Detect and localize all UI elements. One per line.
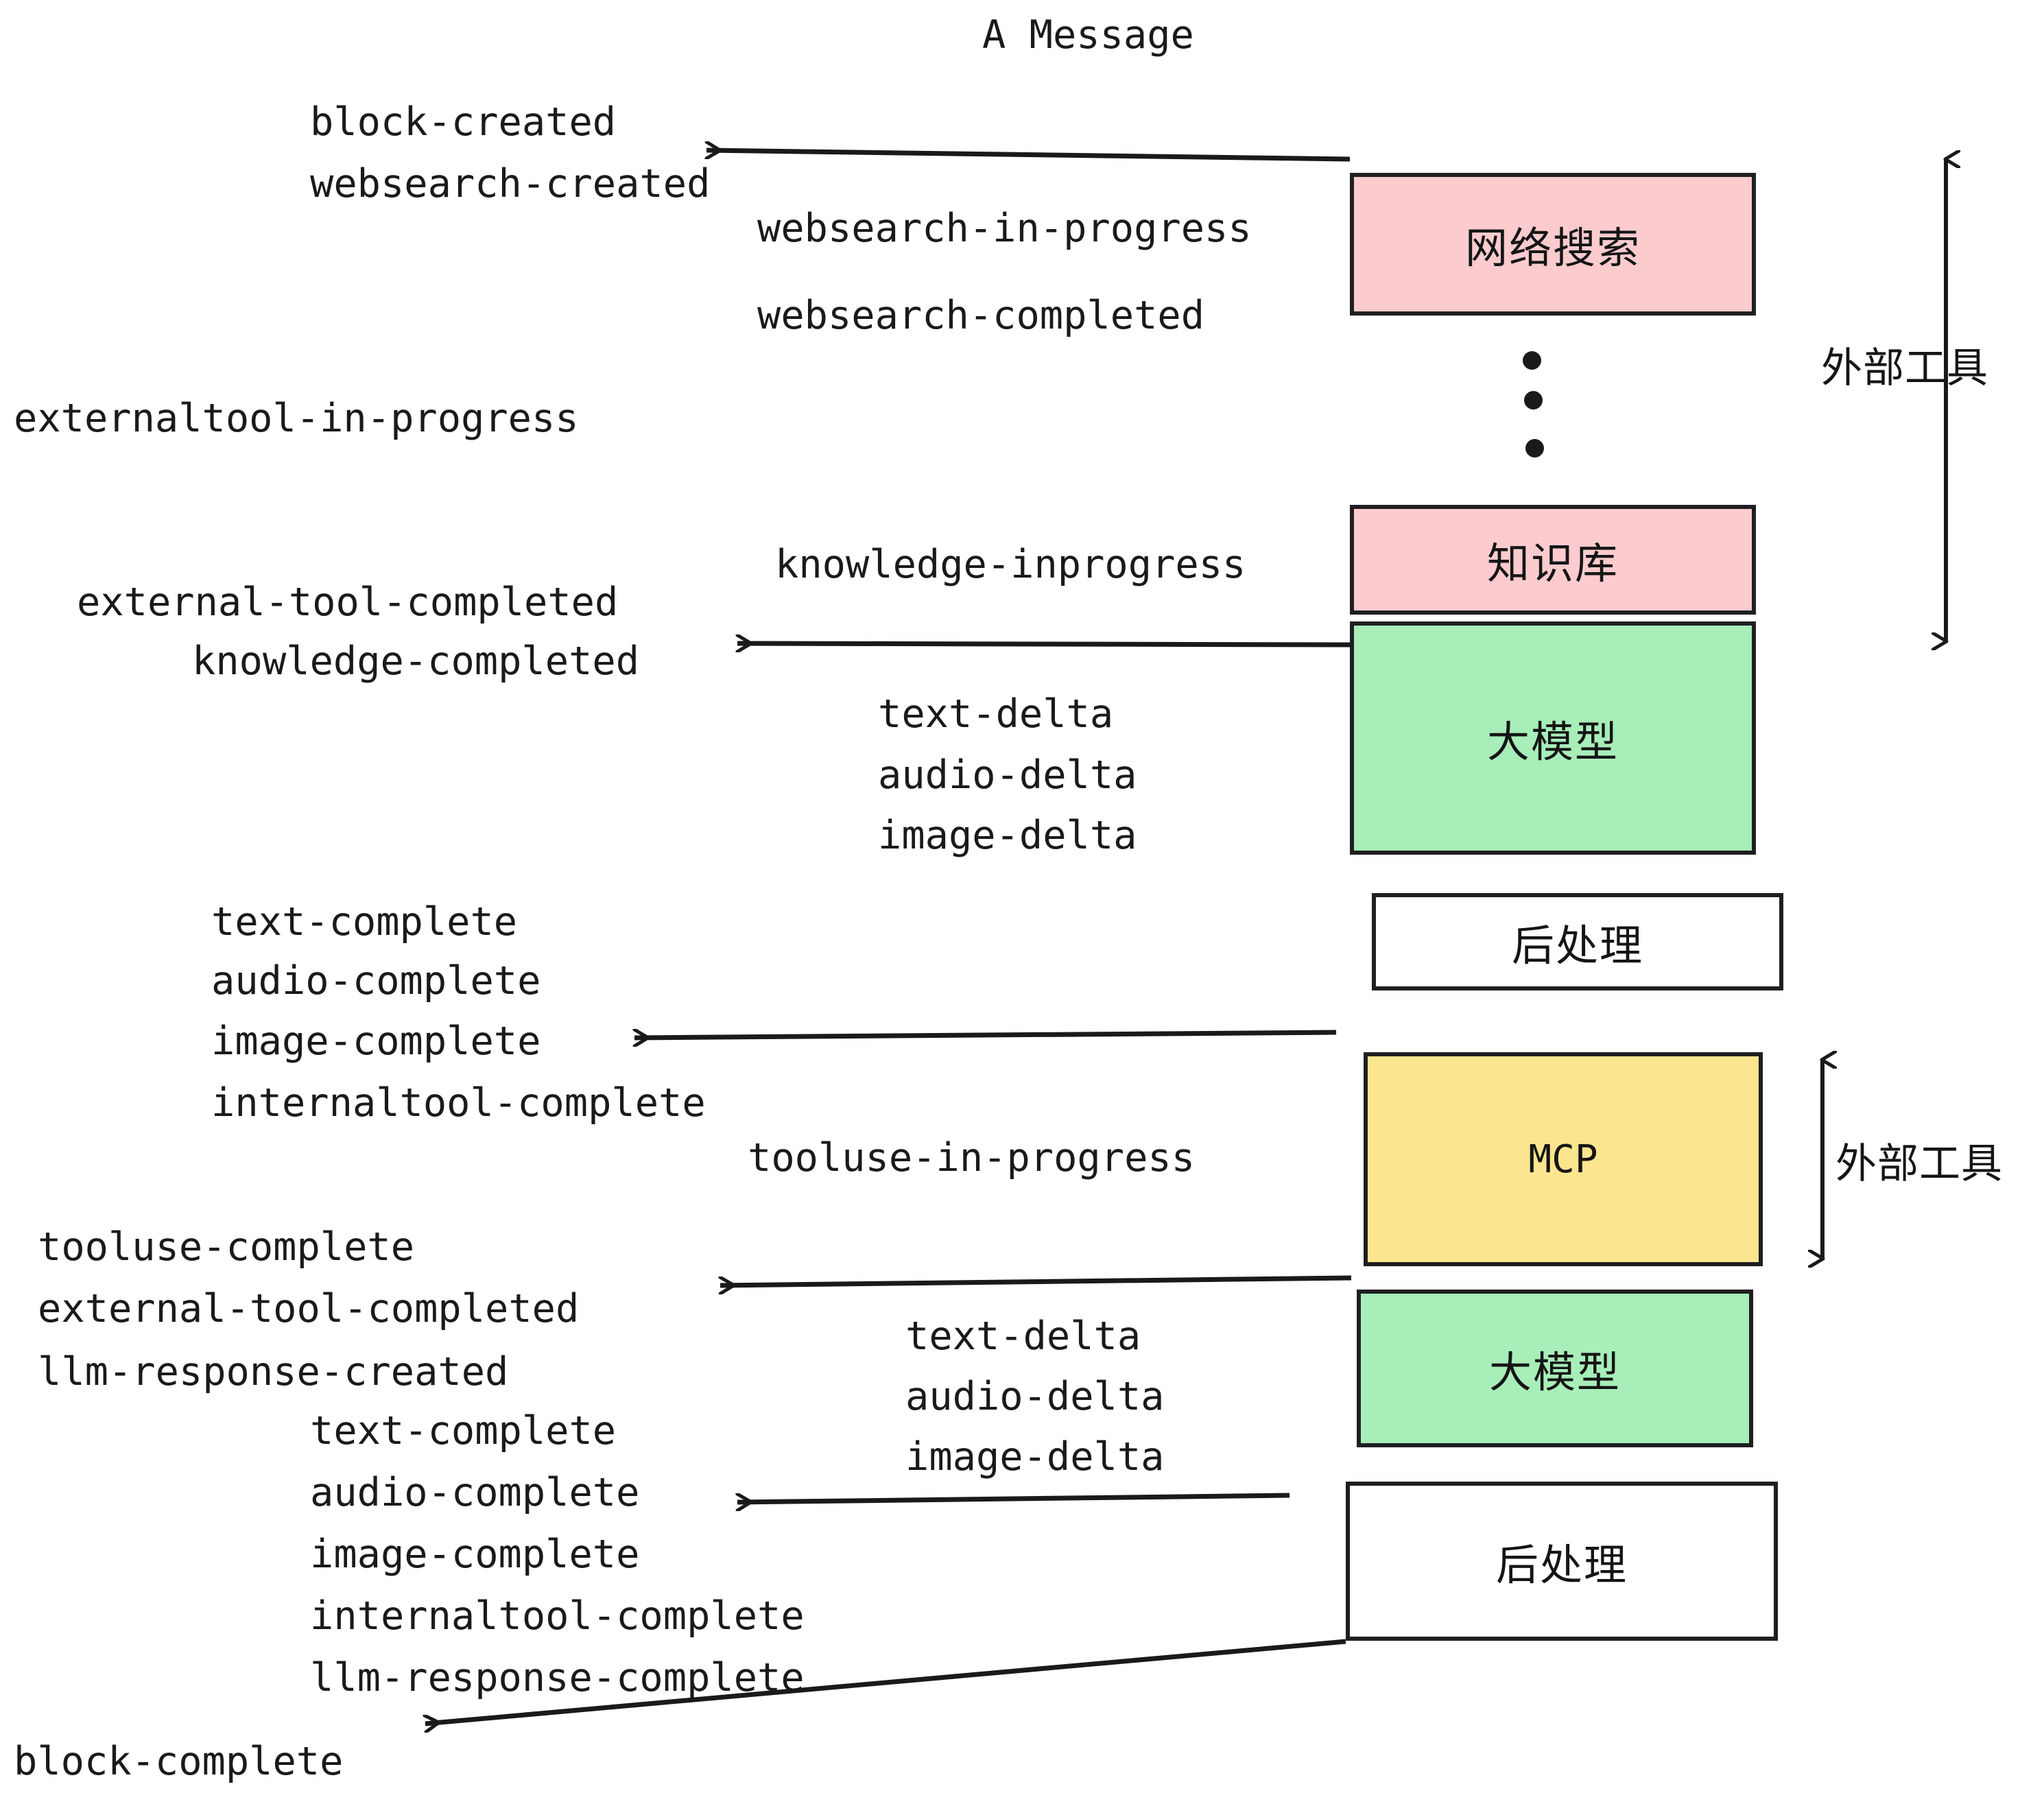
event-label-externaltool-in-progress: externaltool-in-progress [14, 396, 579, 441]
arrow-websearch-to-events [706, 150, 1351, 162]
arrow-knowledge-to-events [737, 643, 1351, 645]
node-postprocess-2-label: 后处理 [1495, 1540, 1628, 1590]
ellipsis-dot-2 [1524, 391, 1543, 410]
event-label-image-delta-2: image-delta [905, 1434, 1165, 1480]
event-label-image-delta-1: image-delta [878, 813, 1137, 858]
node-mcp[interactable]: MCP [1364, 1052, 1763, 1266]
ellipsis-dot-3 [1525, 439, 1544, 458]
event-label-internaltool-complete-2: internaltool-complete [310, 1593, 805, 1639]
node-mcp-label: MCP [1528, 1137, 1598, 1182]
page-title: A Message [982, 12, 1194, 58]
node-postprocess-2[interactable]: 后处理 [1346, 1482, 1778, 1641]
node-websearch-label: 网络搜索 [1464, 223, 1641, 273]
event-label-external-tool-completed: external-tool-completed [77, 580, 619, 625]
event-label-image-complete-2: image-complete [310, 1532, 640, 1577]
arrow-llm2-to-events [737, 1493, 1290, 1502]
event-label-block-complete: block-complete [14, 1739, 344, 1784]
event-label-llm-response-complete: llm-response-complete [310, 1655, 805, 1700]
event-label-internaltool-complete-1: internaltool-complete [211, 1080, 706, 1126]
node-llm-2-label: 大模型 [1488, 1347, 1621, 1397]
side-label-external-tools-bottom: 外部工具 [1835, 1140, 2003, 1188]
node-knowledge[interactable]: 知识库 [1350, 505, 1756, 615]
node-llm-1[interactable]: 大模型 [1350, 621, 1756, 855]
node-websearch[interactable]: 网络搜索 [1350, 173, 1756, 316]
event-label-llm-response-created: llm-response-created [38, 1349, 509, 1394]
side-label-external-tools-top: 外部工具 [1821, 344, 1988, 392]
event-label-audio-complete-2: audio-complete [310, 1470, 640, 1515]
event-label-websearch-in-progress: websearch-in-progress [757, 206, 1252, 251]
event-label-text-complete-1: text-complete [211, 899, 518, 945]
ellipsis-dot-1 [1523, 351, 1541, 370]
node-llm-1-label: 大模型 [1486, 717, 1619, 767]
event-label-knowledge-completed: knowledge-completed [192, 639, 640, 684]
node-llm-2[interactable]: 大模型 [1357, 1290, 1753, 1447]
event-label-websearch-created: websearch-created [310, 161, 711, 206]
event-label-image-complete-1: image-complete [211, 1019, 541, 1064]
arrow-mcp-to-events [720, 1275, 1352, 1285]
event-label-knowledge-inprogress: knowledge-inprogress [775, 542, 1246, 587]
node-postprocess-1-label: 后处理 [1511, 921, 1643, 971]
event-label-external-tool-completed-2: external-tool-completed [38, 1286, 580, 1331]
node-postprocess-1[interactable]: 后处理 [1372, 893, 1783, 990]
arrow-postprocess1-to-events [634, 1032, 1337, 1038]
event-label-audio-delta-2: audio-delta [905, 1374, 1165, 1419]
event-label-tooluse-in-progress: tooluse-in-progress [748, 1135, 1196, 1180]
event-label-text-delta-2: text-delta [905, 1314, 1141, 1359]
event-label-websearch-completed: websearch-completed [757, 293, 1205, 338]
event-label-tooluse-complete: tooluse-complete [38, 1224, 415, 1270]
event-label-text-complete-2: text-complete [310, 1408, 617, 1453]
event-label-text-delta-1: text-delta [878, 691, 1114, 737]
event-label-audio-complete-1: audio-complete [211, 958, 541, 1004]
event-label-block-created: block-created [310, 99, 617, 145]
node-knowledge-label: 知识库 [1486, 538, 1619, 589]
event-label-audio-delta-1: audio-delta [878, 752, 1137, 798]
